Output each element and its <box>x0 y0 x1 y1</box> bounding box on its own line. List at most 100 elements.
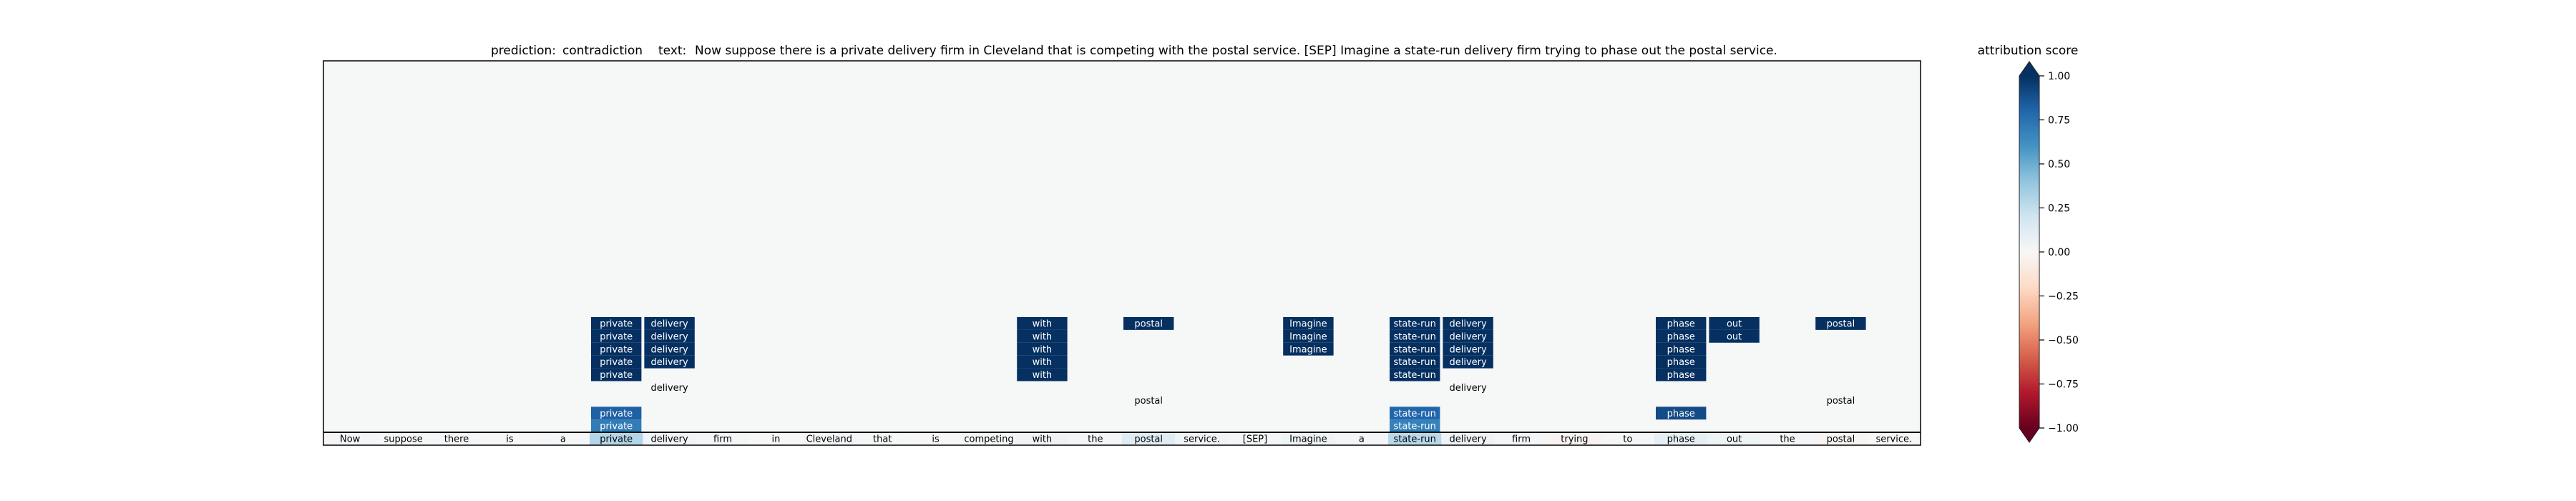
faint-token-label: delivery <box>650 383 688 394</box>
attribution-cell-labels: private private state-run state-run phase pri… <box>600 318 1855 432</box>
attribution-cell <box>1390 368 1440 381</box>
attribution-cell-label: delivery <box>1449 331 1487 342</box>
colorbar-tick-label: 1.00 <box>2048 71 2070 82</box>
colorbar: attribution score 1.000.750.500.250.00−0… <box>1978 44 2079 443</box>
input-token-cell <box>590 432 643 445</box>
attribution-cells <box>591 317 1866 433</box>
attribution-cell <box>1656 407 1707 420</box>
input-token-label: suppose <box>384 434 422 445</box>
input-token-label: in <box>771 434 780 445</box>
attribution-cell <box>1656 355 1707 369</box>
input-token-cell <box>909 432 962 445</box>
input-token-cell <box>1441 432 1495 445</box>
attribution-cell-label: delivery <box>1449 318 1487 329</box>
input-token-cell <box>323 432 377 445</box>
input-token-label: is <box>932 434 940 445</box>
input-token-cell <box>856 432 909 445</box>
attribution-cell <box>1390 419 1440 433</box>
input-token-cell <box>1654 432 1708 445</box>
attribution-cell <box>1443 355 1493 369</box>
input-token-cell <box>1494 432 1548 445</box>
faint-token-label: delivery <box>1449 383 1487 394</box>
attribution-cell <box>1815 317 1866 330</box>
colorbar-tick-label: 0.50 <box>2048 159 2070 170</box>
attribution-cell <box>1283 329 1334 343</box>
colorbar-tick-label: 0.00 <box>2048 247 2070 258</box>
attribution-cell <box>591 407 642 420</box>
attribution-cell-label: delivery <box>650 357 688 368</box>
input-token-cell <box>1122 432 1176 445</box>
attribution-cell <box>591 355 642 369</box>
attribution-cell <box>591 342 642 356</box>
input-token-label: Cleveland <box>806 434 852 445</box>
attribution-cell <box>591 317 642 330</box>
input-token-label: Imagine <box>1289 434 1327 445</box>
input-token-cell <box>1707 432 1761 445</box>
input-token-label: trying <box>1561 434 1588 445</box>
attribution-cell-label: Imagine <box>1289 318 1327 329</box>
attribution-cell <box>1283 342 1334 356</box>
attribution-cell <box>1123 317 1174 330</box>
input-token-cell <box>536 432 590 445</box>
attribution-cell-label: delivery <box>650 344 688 355</box>
attribution-cell-label: private <box>600 344 633 355</box>
attribution-cell-label: postal <box>1134 318 1163 329</box>
attribution-cell <box>1017 329 1068 343</box>
attribution-cell <box>1709 329 1760 343</box>
input-token-cell <box>1601 432 1654 445</box>
attribution-cell-label: delivery <box>1449 344 1487 355</box>
attribution-cell <box>591 368 642 381</box>
attribution-cell-label: state-run <box>1393 344 1435 355</box>
input-token-label: is <box>506 434 514 445</box>
input-token-cell <box>1867 432 1921 445</box>
attribution-cell <box>1443 329 1493 343</box>
input-token-cell <box>1068 432 1122 445</box>
input-token-label: with <box>1033 434 1053 445</box>
attribution-cell <box>591 329 642 343</box>
input-token-label: a <box>1359 434 1365 445</box>
attribution-cell-label: phase <box>1667 318 1695 329</box>
attribution-cell <box>1390 317 1440 330</box>
input-token-label: private <box>600 434 633 445</box>
input-token-cell <box>1015 432 1069 445</box>
input-token-label: to <box>1623 434 1632 445</box>
attribution-cell <box>644 329 695 343</box>
colorbar-tick-label: −1.00 <box>2048 423 2079 434</box>
attribution-cell-label: phase <box>1667 409 1695 419</box>
plot-frame <box>323 60 1921 446</box>
attribution-cell-label: phase <box>1667 370 1695 381</box>
input-token-label: [SEP] <box>1243 434 1267 445</box>
input-token-cell <box>643 432 696 445</box>
input-token-cell <box>1388 432 1442 445</box>
input-token-label: phase <box>1667 434 1695 445</box>
text-value: Now suppose there is a private delivery … <box>695 44 1777 58</box>
attribution-cell <box>1656 317 1707 330</box>
attribution-cell-label: with <box>1033 370 1053 381</box>
attribution-cell-label: state-run <box>1393 357 1435 368</box>
attribution-cell-label: delivery <box>1449 357 1487 368</box>
input-token-cell <box>1282 432 1335 445</box>
input-token-label: a <box>560 434 566 445</box>
input-token-label: delivery <box>650 434 688 445</box>
attribution-cell <box>1656 368 1707 381</box>
input-token-cell <box>1814 432 1868 445</box>
input-token-cell <box>1548 432 1601 445</box>
input-token-label: that <box>873 434 892 445</box>
input-token-cell <box>483 432 537 445</box>
input-token-label: firm <box>713 434 732 445</box>
colorbar-gradient <box>2019 76 2039 428</box>
attribution-cell-label: private <box>600 331 633 342</box>
attribution-cell-label: state-run <box>1393 318 1435 329</box>
input-token-cell <box>1228 432 1282 445</box>
attribution-cell-label: phase <box>1667 331 1695 342</box>
input-token-label: firm <box>1512 434 1531 445</box>
input-token-cell <box>429 432 484 445</box>
input-token-cell <box>696 432 750 445</box>
input-token-label: state-run <box>1393 434 1435 445</box>
attribution-cell-label: private <box>600 357 633 368</box>
input-token-label: the <box>1088 434 1103 445</box>
input-token-cell <box>376 432 430 445</box>
attribution-cell <box>591 419 642 433</box>
